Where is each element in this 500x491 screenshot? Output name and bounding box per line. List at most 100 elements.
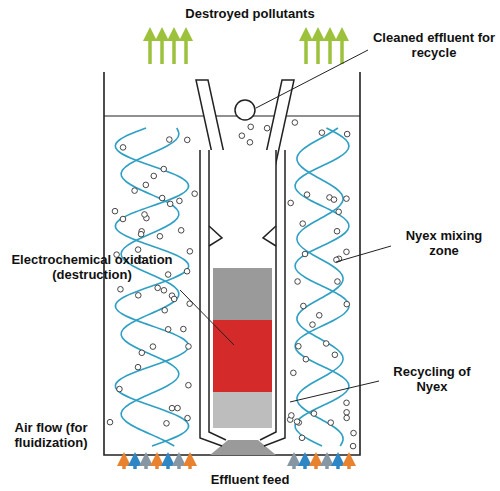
nyex-particle bbox=[248, 124, 254, 130]
nyex-particle bbox=[162, 307, 168, 313]
nyex-particle bbox=[296, 343, 302, 349]
nyex-particle bbox=[302, 251, 308, 257]
nyex-particle bbox=[299, 435, 305, 441]
leader-line bbox=[336, 246, 391, 262]
nyex-particle bbox=[167, 201, 173, 207]
callout-label: Nyex mixing zone bbox=[394, 228, 494, 258]
nyex-particle bbox=[328, 420, 334, 426]
nyex-particle bbox=[159, 195, 165, 201]
nyex-particle bbox=[150, 344, 156, 350]
nyex-particle bbox=[332, 352, 338, 358]
nyex-particle bbox=[161, 166, 167, 172]
nyex-particle bbox=[117, 386, 123, 392]
nyex-particle bbox=[344, 196, 350, 202]
nyex-particle bbox=[319, 130, 325, 136]
nyex-particle bbox=[177, 198, 183, 204]
graphite-bed bbox=[213, 268, 272, 320]
nyex-particle bbox=[310, 322, 316, 328]
nyex-particle bbox=[169, 405, 175, 411]
leader-line bbox=[290, 381, 379, 402]
nyex-particle bbox=[135, 247, 141, 253]
column-wall bbox=[209, 150, 226, 440]
leader-line bbox=[180, 290, 234, 345]
nyex-particle bbox=[139, 350, 145, 356]
nyex-particle bbox=[155, 285, 161, 291]
nyex-particle bbox=[151, 173, 157, 179]
nyex-particle bbox=[311, 411, 317, 417]
nyex-particle bbox=[344, 410, 350, 416]
leader-lines bbox=[180, 50, 391, 402]
nyex-particle bbox=[167, 137, 173, 143]
nyex-particle bbox=[239, 133, 245, 139]
nyex-particle bbox=[289, 413, 295, 419]
nyex-particle bbox=[335, 279, 341, 285]
graphite-bed bbox=[213, 392, 272, 428]
nyex-particle bbox=[294, 419, 300, 425]
leader-line bbox=[256, 50, 368, 108]
inflow-arrows bbox=[124, 459, 349, 469]
nyex-particle bbox=[300, 221, 306, 227]
nyex-particle bbox=[184, 268, 190, 274]
nyex-particle bbox=[175, 405, 181, 411]
nyex-particle bbox=[344, 400, 350, 406]
nyex-particle bbox=[165, 272, 171, 278]
nyex-particle bbox=[184, 137, 190, 143]
circulation-path bbox=[121, 128, 179, 446]
callout-label: Destroyed pollutants bbox=[145, 6, 355, 21]
callout-label: Recycling of Nyex bbox=[382, 364, 482, 394]
nyex-particle bbox=[165, 327, 171, 333]
nyex-particle bbox=[187, 249, 193, 255]
nyex-particle bbox=[303, 356, 309, 362]
nyex-particle bbox=[292, 120, 298, 126]
column-notch bbox=[209, 226, 222, 246]
nyex-particle bbox=[112, 208, 118, 214]
oxidation-zone bbox=[213, 320, 272, 392]
nyex-particle bbox=[157, 233, 163, 239]
feed-nozzle bbox=[210, 440, 276, 455]
nyex-particle bbox=[164, 421, 170, 427]
nyex-particle bbox=[138, 231, 144, 237]
column-wall bbox=[264, 150, 285, 446]
effluent-outlet bbox=[235, 100, 255, 120]
column-notch bbox=[263, 226, 276, 246]
nyex-particle bbox=[344, 131, 350, 137]
callout-label: Electrochemical oxidation (destruction) bbox=[2, 252, 182, 282]
nyex-particle bbox=[181, 326, 187, 332]
nyex-particle bbox=[295, 279, 301, 285]
circulation-path bbox=[295, 128, 349, 446]
liquid-surface bbox=[104, 115, 360, 116]
nyex-particle bbox=[107, 419, 113, 425]
nyex-particle bbox=[186, 382, 192, 388]
nyex-particle bbox=[247, 140, 253, 146]
nyex-particle bbox=[192, 191, 198, 197]
nyex-particle bbox=[304, 192, 310, 198]
nyex-particle bbox=[291, 370, 297, 376]
pollutant-arrows bbox=[150, 34, 342, 64]
nyex-particle bbox=[288, 200, 294, 206]
column-wall bbox=[200, 150, 222, 446]
column-wall bbox=[260, 150, 276, 440]
nyex-particle bbox=[336, 209, 342, 215]
nyex-particle bbox=[171, 296, 177, 302]
nyex-particle bbox=[331, 197, 337, 203]
nyex-particle bbox=[120, 145, 126, 151]
nyex-particle bbox=[344, 415, 350, 421]
callout-label: Air flow (for fluidization) bbox=[2, 420, 100, 450]
nyex-particle bbox=[142, 212, 148, 218]
nyex-particle bbox=[132, 188, 138, 194]
callout-label: Cleaned effluent for recycle bbox=[372, 30, 496, 60]
nyex-particle bbox=[344, 301, 350, 307]
nyex-particle bbox=[350, 443, 356, 449]
nyex-particle bbox=[316, 312, 322, 318]
nyex-particle bbox=[344, 249, 350, 255]
callout-label: Effluent feed bbox=[165, 472, 335, 487]
nyex-particle bbox=[334, 228, 340, 234]
nyex-particle bbox=[120, 216, 126, 222]
nyex-particle bbox=[118, 286, 124, 292]
circulation-path bbox=[115, 128, 188, 446]
nyex-particle bbox=[186, 344, 192, 350]
nyex-particle bbox=[143, 182, 149, 188]
particles-and-flow bbox=[107, 120, 356, 449]
nyex-particle bbox=[178, 228, 184, 234]
